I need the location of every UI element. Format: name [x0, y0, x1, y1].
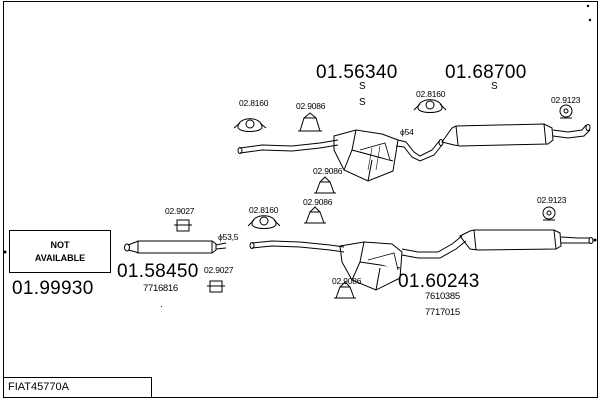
accessory-label-02-9086-b[interactable]: 02.9086: [313, 166, 343, 176]
accessory-label-02-9123-a[interactable]: 02.9123: [551, 95, 581, 105]
clamp-02-8160-mid: [247, 215, 281, 229]
middle-silencer-upper: [333, 129, 399, 182]
hanger-02-9123-lower: [542, 206, 556, 221]
accessory-label-02-9027-b[interactable]: 02.9027: [204, 265, 234, 275]
intermediate-pipe-upper: [395, 139, 444, 162]
reference-box: FIAT45770A: [3, 377, 152, 398]
accessory-label-02-9086-a[interactable]: 02.9086: [296, 101, 326, 111]
s-mark-2: S: [359, 97, 366, 108]
not-available-box: NOT AVAILABLE: [9, 230, 111, 273]
part-number-01-68700[interactable]: 01.68700: [445, 62, 527, 83]
hanger-02-9123-upper: [559, 104, 573, 119]
not-available-text: NOT AVAILABLE: [34, 240, 86, 263]
front-silencer-lower: [124, 240, 227, 254]
hanger-02-9027-lower: [207, 280, 225, 293]
accessory-label-02-8160-a[interactable]: 02.8160: [239, 98, 269, 108]
stray-dot: ·: [160, 301, 163, 312]
drawing-frame: [3, 1, 598, 398]
hanger-02-9086-lower: [334, 281, 356, 299]
front-pipe-upper: [237, 139, 339, 154]
rear-silencer-lower: [459, 229, 594, 251]
intermediate-pipe-lower: [401, 235, 467, 259]
accessory-label-02-9086-d[interactable]: 02.9086: [332, 276, 362, 286]
oem-number-7716816: 7716816: [143, 283, 178, 294]
accessory-label-02-8160-b[interactable]: 02.8160: [416, 89, 446, 99]
corner-mark-2: [588, 18, 592, 22]
part-number-01-58450[interactable]: 01.58450: [117, 261, 199, 282]
edge-mark-left: [3, 250, 7, 254]
part-number-01-99930[interactable]: 01.99930: [12, 278, 94, 299]
reference-code: FIAT45770A: [8, 381, 69, 393]
accessory-label-02-8160-c[interactable]: 02.8160: [249, 205, 279, 215]
dimension-label-54: ϕ54: [400, 127, 414, 137]
front-pipe-lower: [249, 240, 345, 253]
s-mark-3: S: [491, 81, 498, 92]
clamp-02-8160-upper-right: [413, 99, 447, 113]
clamp-02-8160-upper-left: [233, 118, 267, 132]
rear-silencer-upper: [441, 123, 591, 147]
hanger-02-9086-mid-b: [304, 206, 326, 224]
accessory-label-02-9123-b[interactable]: 02.9123: [537, 195, 567, 205]
accessory-label-02-9027-a[interactable]: 02.9027: [165, 206, 195, 216]
oem-number-7610385: 7610385: [425, 291, 460, 302]
dimension-label-53-5: ϕ53,5: [218, 232, 239, 242]
middle-silencer-lower: [339, 241, 403, 291]
edge-mark-right: [593, 238, 597, 242]
oem-number-7717015: 7717015: [425, 307, 460, 318]
hanger-02-9086-upper-left: [298, 112, 322, 132]
accessory-label-02-9086-c[interactable]: 02.9086: [303, 197, 333, 207]
corner-mark-1: [586, 4, 590, 8]
hanger-02-9086-mid-a: [314, 176, 336, 194]
part-number-01-56340[interactable]: 01.56340: [316, 62, 398, 83]
s-mark-1: S: [359, 81, 366, 92]
part-number-01-60243[interactable]: 01.60243: [398, 271, 480, 292]
hanger-02-9027-upper: [174, 219, 192, 232]
